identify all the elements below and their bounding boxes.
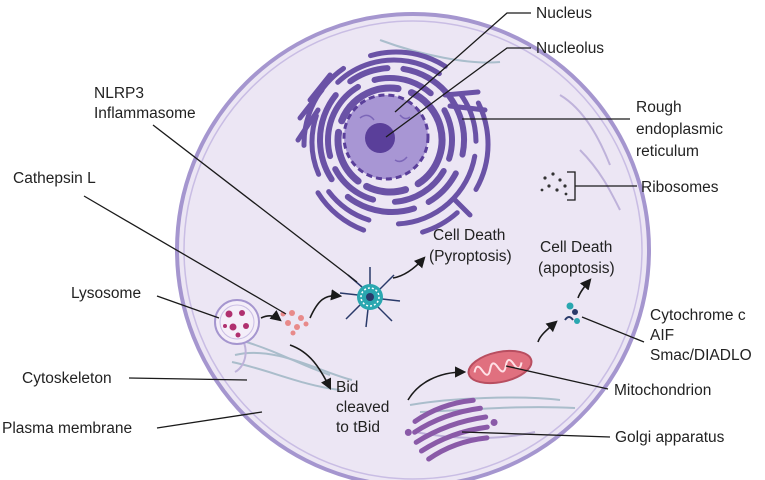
label-pyroptosis-line1: Cell Death bbox=[433, 227, 505, 244]
label-cytc-line1: Cytochrome c bbox=[650, 307, 746, 324]
label-cathepsin: Cathepsin L bbox=[13, 170, 96, 187]
lysosome-shape bbox=[214, 299, 260, 345]
label-cytoskeleton: Cytoskeleton bbox=[22, 370, 112, 387]
label-ribosomes: Ribosomes bbox=[641, 179, 719, 196]
ribosomes-dots bbox=[540, 172, 568, 196]
nucleolus-shape bbox=[365, 123, 395, 153]
label-apoptosis-line2: (apoptosis) bbox=[538, 260, 615, 277]
label-nucleolus: Nucleolus bbox=[536, 40, 604, 57]
label-apoptosis-line1: Cell Death bbox=[540, 239, 612, 256]
label-nlrp3-line1: NLRP3 bbox=[94, 85, 144, 102]
label-plasma-membrane: Plasma membrane bbox=[2, 420, 132, 437]
process-arrows bbox=[260, 256, 592, 401]
label-pyroptosis-line2: (Pyroptosis) bbox=[429, 248, 512, 265]
golgi bbox=[404, 397, 498, 462]
label-cytc-line2: AIF bbox=[650, 327, 674, 344]
labels: Nucleus Nucleolus Rough endoplasmic reti… bbox=[2, 5, 752, 446]
label-lysosome: Lysosome bbox=[71, 285, 141, 302]
label-nlrp3-line2: Inflammasome bbox=[94, 105, 196, 122]
label-rer-line3: reticulum bbox=[636, 143, 699, 160]
label-rer-line2: endoplasmic bbox=[636, 121, 723, 138]
label-bid-line2: cleaved bbox=[336, 399, 389, 416]
leader-lines bbox=[83, 12, 645, 438]
label-bid-line3: to tBid bbox=[336, 419, 380, 436]
label-golgi: Golgi apparatus bbox=[615, 429, 725, 446]
label-mitochondrion: Mitochondrion bbox=[614, 382, 711, 399]
label-rer-line1: Rough bbox=[636, 99, 682, 116]
cell-inner-ring bbox=[183, 20, 643, 480]
mitochondrion bbox=[467, 349, 533, 385]
label-cytc-line3: Smac/DIADLO bbox=[650, 347, 752, 364]
inflammasome bbox=[339, 267, 401, 328]
rough-er bbox=[295, 49, 491, 239]
cytochrome-c-molecule bbox=[564, 302, 580, 324]
lysosome bbox=[214, 299, 260, 345]
label-nucleus: Nucleus bbox=[536, 5, 592, 22]
label-bid-line1: Bid bbox=[336, 379, 358, 396]
ribosomes-bracket bbox=[567, 171, 637, 201]
